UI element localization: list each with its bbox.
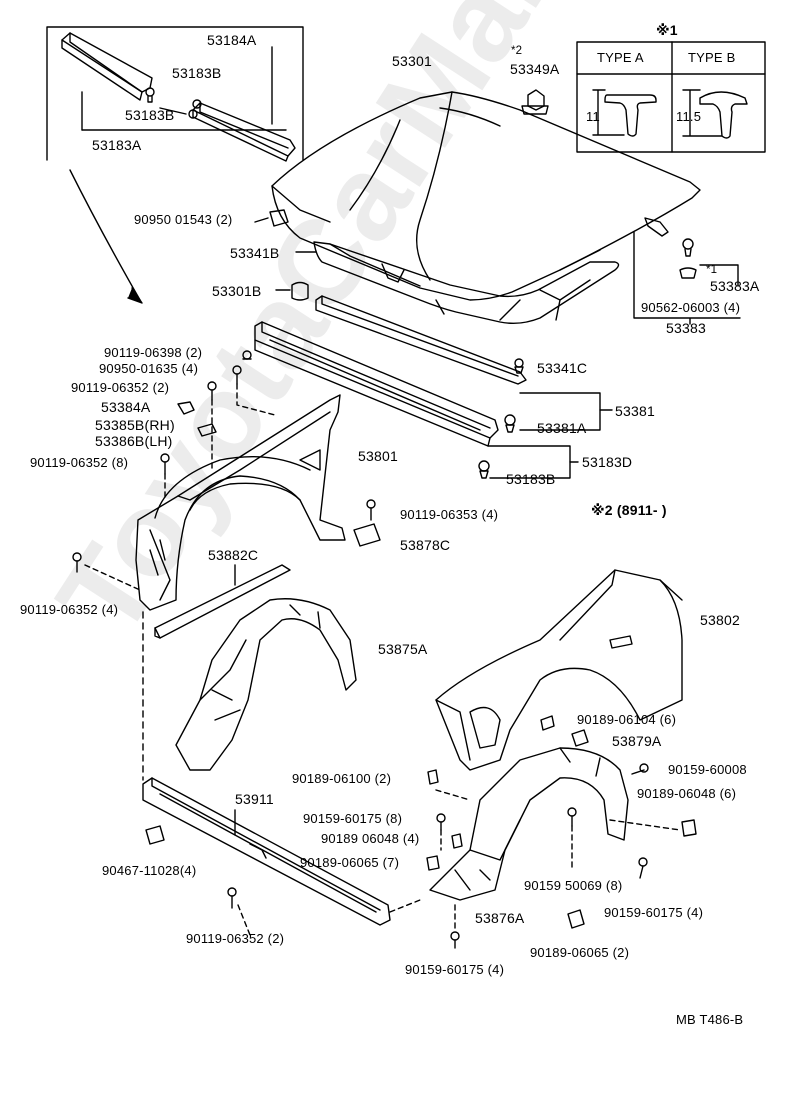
figure-code: MB T486-B [676,1012,744,1027]
left-fasteners [72,350,276,591]
inset-box [46,26,304,304]
type-b-dimension: 11.5 [676,109,702,124]
label-inset-53183A: 53183A [92,137,142,153]
label-inset-53184A: 53184A [207,32,257,48]
label-90159-50069: 90159 50069 (8) [524,878,623,893]
label-53386B: 53386B(LH) [95,433,173,449]
label-53349A: 53349A [510,61,560,77]
label-53801: 53801 [358,448,398,464]
type-a-title: TYPE A [597,50,644,65]
label-53385B: 53385B(RH) [95,417,175,433]
note-2-applicability: ※2 (8911- ) [591,502,667,518]
front-fender [435,569,683,771]
fender-liner-left [175,598,357,771]
label-53882C: 53882C [208,547,259,563]
label-53183B: 53183B [506,471,556,487]
label-53384A: 53384A [101,399,151,415]
label-53341C: 53341C [537,360,588,376]
label-53301B: 53301B [212,283,262,299]
label-90189-06048-4: 90189 06048 (4) [321,831,420,846]
hood-panel [271,91,701,325]
right-fasteners [426,715,697,949]
label-90950-01543: 90950 01543 (2) [134,212,233,227]
label-53381A: 53381A [537,420,587,436]
hood-seal [633,217,741,325]
label-90119-06353: 90119-06353 (4) [400,507,499,522]
hood-stopper [291,281,309,301]
type-box-note-mark: ※1 [656,22,678,38]
label-90159-60175-8: 90159-60175 (8) [303,811,403,826]
label-90119-06352-2b: 90119-06352 (2) [186,931,285,946]
label-90950-01635: 90950-01635 (4) [99,361,199,376]
label-90189-06065-2: 90189-06065 (2) [530,945,630,960]
label-90189-06048-6: 90189-06048 (6) [637,786,737,801]
label-53802: 53802 [700,612,740,628]
radiator-seal [254,321,499,447]
fender-strip [154,564,291,639]
label-90562-06003: 90562-06003 (4) [641,300,741,315]
type-b-title: TYPE B [688,50,736,65]
label-90119-06352-4: 90119-06352 (4) [20,602,119,617]
label-53383: 53383 [666,320,706,336]
mark-53349A: *2 [511,45,523,57]
type-box [576,41,766,153]
label-90159-60175-4c: 90159-60175 (4) [405,962,505,977]
label-53341B: 53341B [230,245,280,261]
label-53911: 53911 [235,791,274,807]
lower-rail [142,777,391,926]
label-90119-06352-8: 90119-06352 (8) [30,455,129,470]
label-53381: 53381 [615,403,655,419]
fender-liner-right [429,747,629,901]
label-90189-06100: 90189-06100 (2) [292,771,392,786]
label-90159-60008: 90159-60008 [668,762,747,777]
label-53301: 53301 [392,53,432,69]
label-53875A: 53875A [378,641,428,657]
hood-seal-strip [315,295,527,385]
label-90119-06352-2: 90119-06352 (2) [71,380,170,395]
label-53183D: 53183D [582,454,633,470]
label-90189-06104: 90189-06104 (6) [577,712,677,727]
label-53878C: 53878C [400,537,451,553]
label-90467-11028: 90467-11028(4) [102,863,197,878]
label-inset-53183B: 53183B [125,107,175,123]
label-90119-06398: 90119-06398 (2) [104,345,203,360]
type-a-dimension: 11 [586,109,600,124]
label-53879A: 53879A [612,733,662,749]
label-inset-53183B-top: 53183B [172,65,222,81]
hood-bumper [521,89,549,115]
label-90159-60175-4b: 90159-60175 (4) [604,905,704,920]
mark-53383A: *1 [706,264,718,276]
label-53383A: 53383A [710,278,760,294]
label-53876A: 53876A [475,910,525,926]
label-90189-06065-7: 90189-06065 (7) [300,855,400,870]
